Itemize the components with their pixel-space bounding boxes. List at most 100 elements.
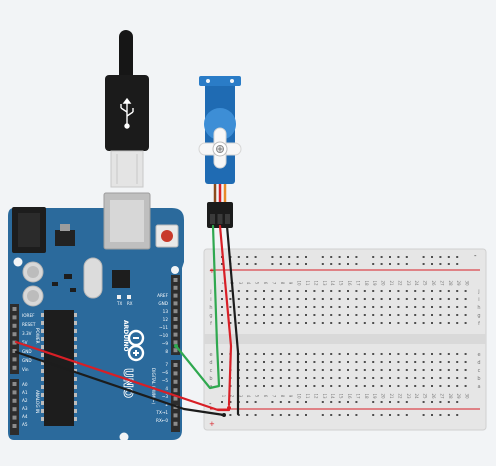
breadboard-hole[interactable] — [414, 353, 417, 355]
breadboard-hole[interactable] — [279, 290, 282, 292]
header-pin[interactable] — [173, 371, 178, 376]
breadboard-hole[interactable] — [347, 377, 349, 379]
breadboard-hole[interactable] — [363, 361, 366, 363]
header-pin[interactable] — [12, 398, 17, 403]
breadboard-hole[interactable] — [389, 314, 391, 316]
breadboard-hole[interactable] — [464, 353, 467, 355]
breadboard-hole[interactable] — [246, 361, 249, 363]
breadboard-hole[interactable] — [279, 322, 282, 324]
breadboard-hole[interactable] — [380, 353, 383, 355]
header-pin[interactable] — [173, 293, 178, 298]
breadboard-hole[interactable] — [405, 369, 408, 371]
breadboard-hole[interactable] — [229, 322, 232, 324]
breadboard-hole[interactable] — [439, 290, 442, 292]
header-pin[interactable] — [12, 307, 17, 311]
header-pin[interactable] — [173, 348, 178, 353]
breadboard-hole[interactable] — [464, 377, 467, 379]
rail-hole[interactable] — [330, 263, 333, 265]
breadboard-hole[interactable] — [237, 306, 240, 308]
breadboard-hole[interactable] — [288, 377, 291, 379]
rail-hole[interactable] — [305, 401, 307, 403]
breadboard-hole[interactable] — [414, 314, 417, 316]
breadboard-hole[interactable] — [288, 314, 291, 316]
breadboard-hole[interactable] — [464, 385, 467, 387]
breadboard-hole[interactable] — [263, 290, 265, 292]
breadboard-hole[interactable] — [422, 353, 425, 355]
breadboard-hole[interactable] — [389, 385, 391, 387]
breadboard-hole[interactable] — [271, 306, 274, 308]
breadboard-hole[interactable] — [221, 353, 223, 355]
breadboard-hole[interactable] — [397, 361, 400, 363]
breadboard-hole[interactable] — [456, 306, 459, 308]
breadboard-hole[interactable] — [254, 290, 257, 292]
breadboard-hole[interactable] — [288, 290, 291, 292]
rail-hole[interactable] — [389, 256, 391, 258]
breadboard-hole[interactable] — [363, 377, 366, 379]
breadboard-hole[interactable] — [363, 298, 366, 300]
breadboard-hole[interactable] — [271, 361, 274, 363]
breadboard-hole[interactable] — [321, 385, 324, 387]
breadboard-hole[interactable] — [355, 377, 358, 379]
breadboard-hole[interactable] — [414, 377, 417, 379]
breadboard-hole[interactable] — [221, 385, 223, 387]
breadboard-hole[interactable] — [296, 306, 299, 308]
breadboard-hole[interactable] — [321, 306, 324, 308]
breadboard-hole[interactable] — [263, 377, 265, 379]
breadboard-hole[interactable] — [263, 361, 265, 363]
breadboard-hole[interactable] — [237, 290, 240, 292]
rail-hole[interactable] — [456, 256, 459, 258]
breadboard-hole[interactable] — [288, 385, 291, 387]
breadboard-hole[interactable] — [456, 385, 459, 387]
breadboard-hole[interactable] — [246, 385, 249, 387]
rail-hole[interactable] — [405, 401, 408, 403]
breadboard-hole[interactable] — [347, 385, 349, 387]
breadboard-hole[interactable] — [347, 314, 349, 316]
rail-hole[interactable] — [389, 414, 391, 416]
breadboard-hole[interactable] — [431, 290, 433, 292]
breadboard-hole[interactable] — [397, 385, 400, 387]
breadboard-hole[interactable] — [347, 298, 349, 300]
breadboard-hole[interactable] — [355, 306, 358, 308]
rail-hole[interactable] — [279, 256, 282, 258]
breadboard-hole[interactable] — [263, 369, 265, 371]
breadboard-hole[interactable] — [372, 353, 375, 355]
breadboard-hole[interactable] — [431, 306, 433, 308]
breadboard-hole[interactable] — [305, 306, 307, 308]
breadboard-hole[interactable] — [313, 369, 316, 371]
header-pin[interactable] — [173, 309, 178, 314]
breadboard-hole[interactable] — [372, 298, 375, 300]
breadboard-hole[interactable] — [305, 353, 307, 355]
breadboard-hole[interactable] — [338, 361, 341, 363]
breadboard-hole[interactable] — [380, 306, 383, 308]
rail-hole[interactable] — [338, 401, 341, 403]
breadboard-hole[interactable] — [456, 377, 459, 379]
breadboard-hole[interactable] — [380, 385, 383, 387]
header-pin[interactable] — [12, 407, 17, 412]
breadboard-hole[interactable] — [355, 290, 358, 292]
breadboard-hole[interactable] — [321, 290, 324, 292]
breadboard-hole[interactable] — [330, 385, 333, 387]
breadboard-hole[interactable] — [254, 306, 257, 308]
breadboard-hole[interactable] — [447, 298, 450, 300]
rail-hole[interactable] — [305, 263, 307, 265]
rail-hole[interactable] — [405, 263, 408, 265]
breadboard-hole[interactable] — [296, 353, 299, 355]
breadboard-hole[interactable] — [464, 306, 467, 308]
breadboard-hole[interactable] — [464, 298, 467, 300]
breadboard-hole[interactable] — [305, 322, 307, 324]
rail-hole[interactable] — [229, 401, 232, 403]
breadboard-hole[interactable] — [296, 322, 299, 324]
rail-hole[interactable] — [246, 401, 249, 403]
breadboard-hole[interactable] — [254, 369, 257, 371]
rail-hole[interactable] — [422, 401, 425, 403]
breadboard-hole[interactable] — [263, 353, 265, 355]
header-pin[interactable] — [173, 396, 178, 401]
breadboard-hole[interactable] — [338, 290, 341, 292]
breadboard-hole[interactable] — [330, 377, 333, 379]
rail-hole[interactable] — [296, 401, 299, 403]
rail-hole[interactable] — [447, 401, 450, 403]
rail-hole[interactable] — [347, 256, 349, 258]
rail-hole[interactable] — [447, 263, 450, 265]
breadboard-hole[interactable] — [456, 298, 459, 300]
breadboard-hole[interactable] — [330, 306, 333, 308]
